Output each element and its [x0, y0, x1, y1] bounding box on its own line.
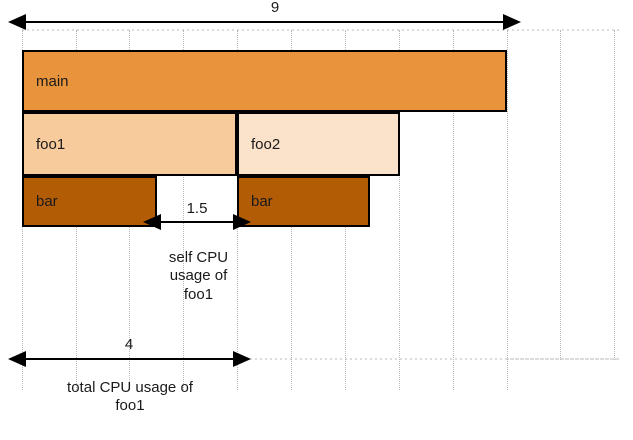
frame-label: bar — [36, 193, 58, 210]
caption-line: total CPU usage of — [67, 379, 193, 396]
caption-line: foo1 — [115, 397, 145, 415]
frame-label: main — [36, 72, 69, 90]
frame-foo1[interactable]: foo1 — [22, 112, 237, 176]
gridline — [183, 30, 184, 390]
frame-bar-under-foo1[interactable]: bar — [22, 176, 157, 227]
gridline — [560, 30, 561, 360]
frame-main[interactable]: main — [22, 50, 507, 112]
gridline — [507, 30, 508, 390]
frame-label: bar — [251, 193, 273, 210]
frame-foo2[interactable]: foo2 — [237, 112, 400, 176]
caption-line: foo1 — [183, 285, 214, 303]
measure-value-total-width: 9 — [270, 0, 280, 16]
measure-value-total-cpu: 4 — [124, 336, 134, 353]
caption-line: self CPU — [168, 249, 229, 266]
measure-value-self-cpu: 1.5 — [186, 200, 208, 217]
gridline — [453, 30, 454, 390]
gridline — [399, 30, 400, 390]
caption-self-cpu-foo1: self CPU usage of foo1 — [132, 249, 265, 304]
caption-total-cpu-foo1: total CPU usage of foo1 — [35, 379, 225, 416]
frame-bar-under-foo2[interactable]: bar — [237, 176, 370, 227]
gridline — [614, 30, 615, 360]
caption-line: usage of — [169, 267, 228, 285]
frame-label: foo2 — [251, 135, 281, 153]
frame-label: foo1 — [36, 135, 66, 153]
